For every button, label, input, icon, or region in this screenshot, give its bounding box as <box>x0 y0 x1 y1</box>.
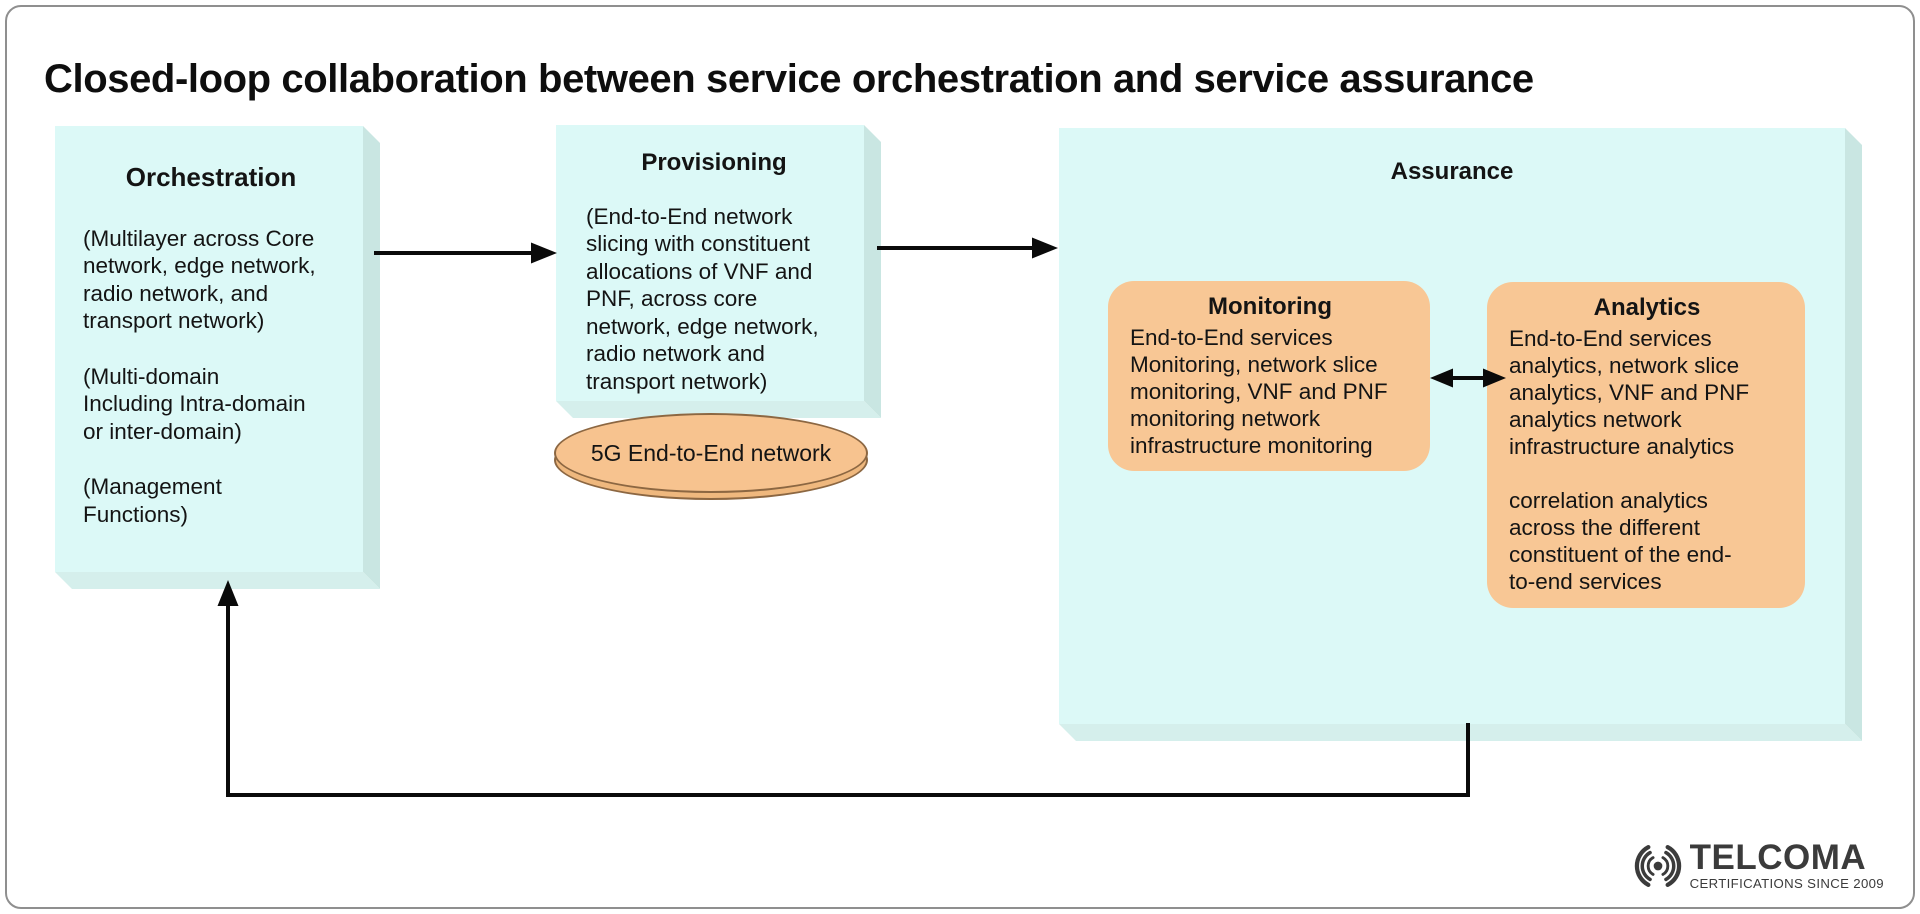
monitoring-box: Monitoring End-to-End services Monitorin… <box>1108 281 1430 471</box>
logo-tagline: CERTIFICATIONS SINCE 2009 <box>1689 876 1884 892</box>
analytics-body-correlation: correlation analytics across the differe… <box>1509 488 1732 594</box>
page-title: Closed-loop collaboration between servic… <box>44 56 1534 101</box>
orchestration-box: Orchestration (Multilayer across Core ne… <box>55 126 380 589</box>
analytics-body-services: End-to-End services analytics, network s… <box>1509 326 1750 459</box>
arrow-provisioning-to-assurance <box>877 237 1058 259</box>
monitoring-heading: Monitoring <box>1208 293 1332 320</box>
arrow-orchestration-to-provisioning <box>374 242 557 264</box>
provisioning-heading: Provisioning <box>641 149 787 176</box>
assurance-box: Assurance Monitoring End-to-End services… <box>1059 128 1862 741</box>
provisioning-box: Provisioning (End-to-End network slicing… <box>556 125 881 418</box>
telcoma-logo: TELCOMA CERTIFICATIONS SINCE 2009 <box>1629 840 1884 892</box>
orchestration-paragraph-management: (Management Functions) <box>83 474 222 527</box>
provisioning-box-face: Provisioning (End-to-End network slicing… <box>556 125 864 401</box>
analytics-box: Analytics End-to-End services analytics,… <box>1487 282 1805 608</box>
logo-name: TELCOMA <box>1689 837 1867 877</box>
analytics-heading: Analytics <box>1593 294 1701 321</box>
assurance-heading: Assurance <box>1390 158 1514 185</box>
assurance-box-face: Assurance Monitoring End-to-End services… <box>1059 128 1845 724</box>
orchestration-paragraph-multilayer: (Multilayer across Core network, edge ne… <box>83 226 316 334</box>
provisioning-body: (End-to-End network slicing with constit… <box>586 204 819 394</box>
signal-waves-icon <box>1634 845 1681 887</box>
orchestration-paragraph-multidomain: (Multi-domain Including Intra-domain or … <box>83 363 306 444</box>
5g-network-label: 5G End-to-End network <box>590 439 832 466</box>
orchestration-heading: Orchestration <box>125 162 297 192</box>
orchestration-box-face: Orchestration (Multilayer across Core ne… <box>55 126 363 572</box>
5g-network-ellipse: 5G End-to-End network <box>554 413 868 493</box>
monitoring-body: End-to-End services Monitoring, network … <box>1130 325 1388 458</box>
